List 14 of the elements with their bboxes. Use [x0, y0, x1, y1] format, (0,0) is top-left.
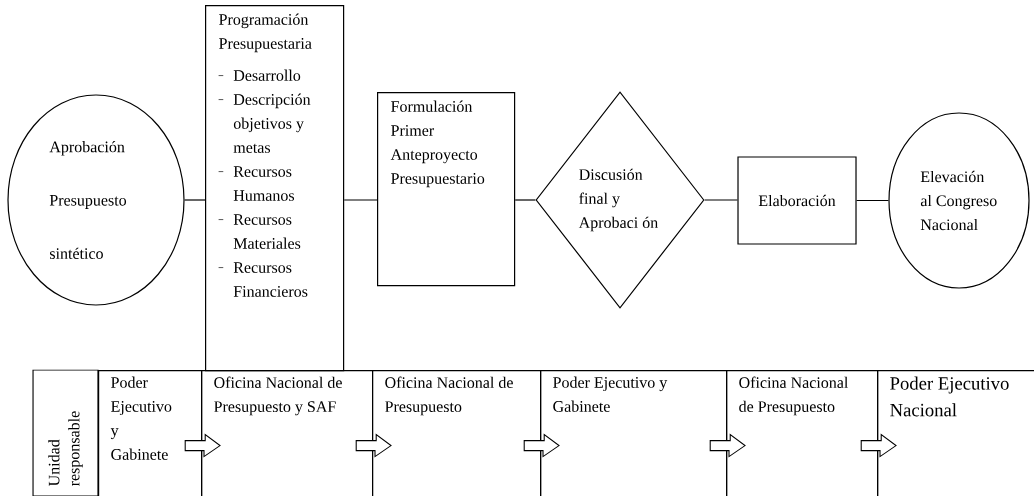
- block-arrow: [709, 433, 746, 458]
- connector-line: [704, 199, 738, 201]
- block-arrow: [355, 433, 392, 458]
- process-box: Formulación Primer Anteproyecto Presupuestario: [377, 92, 516, 287]
- process-box: Elaboración: [737, 156, 857, 245]
- process-box: Programación Presupuestaria Desarrollo Descripción objetivos y metas Recursos Humanos Recursos Materiales Recursos Financieros: [205, 5, 345, 372]
- connector-line: [514, 199, 536, 201]
- block-arrow: [184, 433, 221, 458]
- header-cell: Unidad responsable: [32, 369, 99, 496]
- block-arrow: [860, 433, 897, 458]
- connector-line: [343, 199, 378, 201]
- connector-line: [856, 199, 889, 202]
- connector-line: [184, 199, 206, 201]
- block-arrow: [523, 433, 560, 458]
